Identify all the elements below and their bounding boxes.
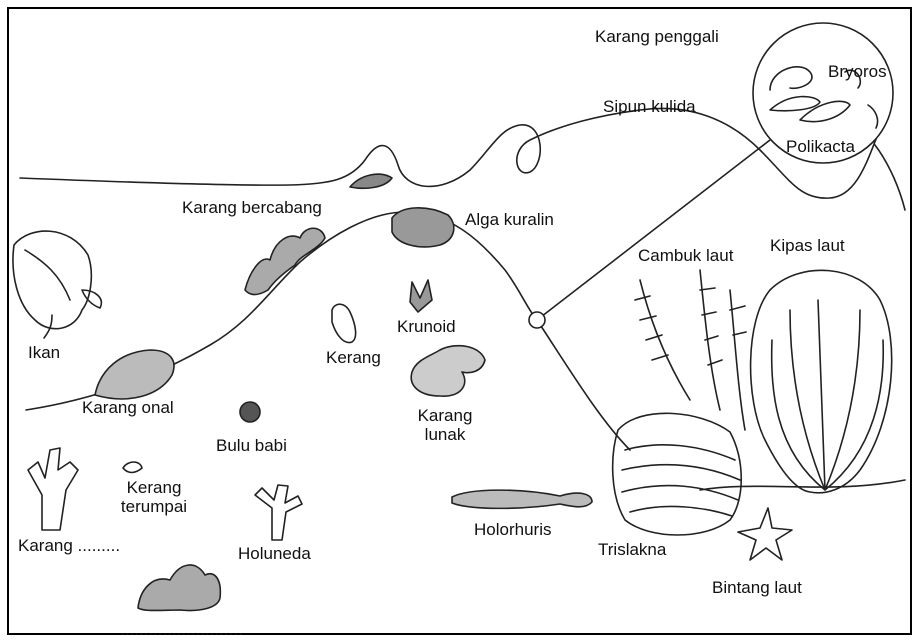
alga-kuralin-sketch — [392, 208, 454, 247]
label-karang-blank: Karang ......... — [18, 536, 120, 555]
label-holorhuris: Holorhuris — [474, 520, 551, 539]
ikan-sketch — [13, 231, 91, 329]
holorhuris-sketch — [452, 490, 592, 508]
holuneda-sketch — [255, 485, 302, 540]
label-ikan: Ikan — [28, 343, 60, 362]
label-holuneda: Holuneda — [238, 544, 311, 563]
label-kipas-laut: Kipas laut — [770, 236, 845, 255]
connection-line-lower — [537, 320, 630, 450]
karang-sketch — [28, 448, 78, 530]
connection-line-right — [537, 140, 770, 320]
trislakna-sketch — [613, 413, 742, 535]
label-kerang-terumpai-line1: Kerang — [127, 478, 182, 497]
label-krunoid: Krunoid — [397, 317, 456, 336]
label-cambuk-laut: Cambuk laut — [638, 246, 733, 265]
bottom-coral-sketch — [138, 565, 220, 611]
label-karang-bercabang: Karang bercabang — [182, 198, 322, 217]
label-kerang-terumpai: Kerang terumpai — [112, 478, 196, 516]
connection-line-top — [20, 108, 880, 198]
karang-bercabang-sketch — [245, 228, 325, 294]
label-bintang-laut: Bintang laut — [712, 578, 802, 597]
label-alga-kuralin: Alga kuralin — [465, 210, 554, 229]
label-karang-lunak: Karang lunak — [412, 406, 478, 444]
bulu-babi-sketch — [240, 402, 260, 422]
label-blank-bottom: .......................... — [120, 620, 243, 639]
label-bulu-babi: Bulu babi — [216, 436, 287, 455]
bintang-laut-sketch — [738, 508, 792, 560]
label-polikacta: Polikacta — [786, 137, 855, 156]
label-kerang: Kerang — [326, 348, 381, 367]
karang-onal-sketch — [95, 350, 174, 399]
karang-lunak-sketch — [411, 346, 485, 397]
krunoid-sketch — [410, 280, 432, 312]
junction-node — [529, 312, 545, 328]
label-karang-lunak-line1: Karang — [418, 406, 473, 425]
label-karang-penggali: Karang penggali — [595, 27, 719, 46]
cambuk-laut-sketch — [640, 270, 745, 430]
label-karang-onal: Karang onal — [82, 398, 174, 417]
label-bryoros: Bryoros — [828, 62, 887, 81]
label-sipun-kulida: Sipun kulida — [603, 97, 696, 116]
kerang-terumpai-sketch — [123, 462, 142, 473]
label-kerang-terumpai-line2: terumpai — [121, 497, 187, 516]
label-trislakna: Trislakna — [598, 540, 666, 559]
label-karang-lunak-line2: lunak — [425, 425, 466, 444]
kerang-sketch — [332, 304, 356, 342]
